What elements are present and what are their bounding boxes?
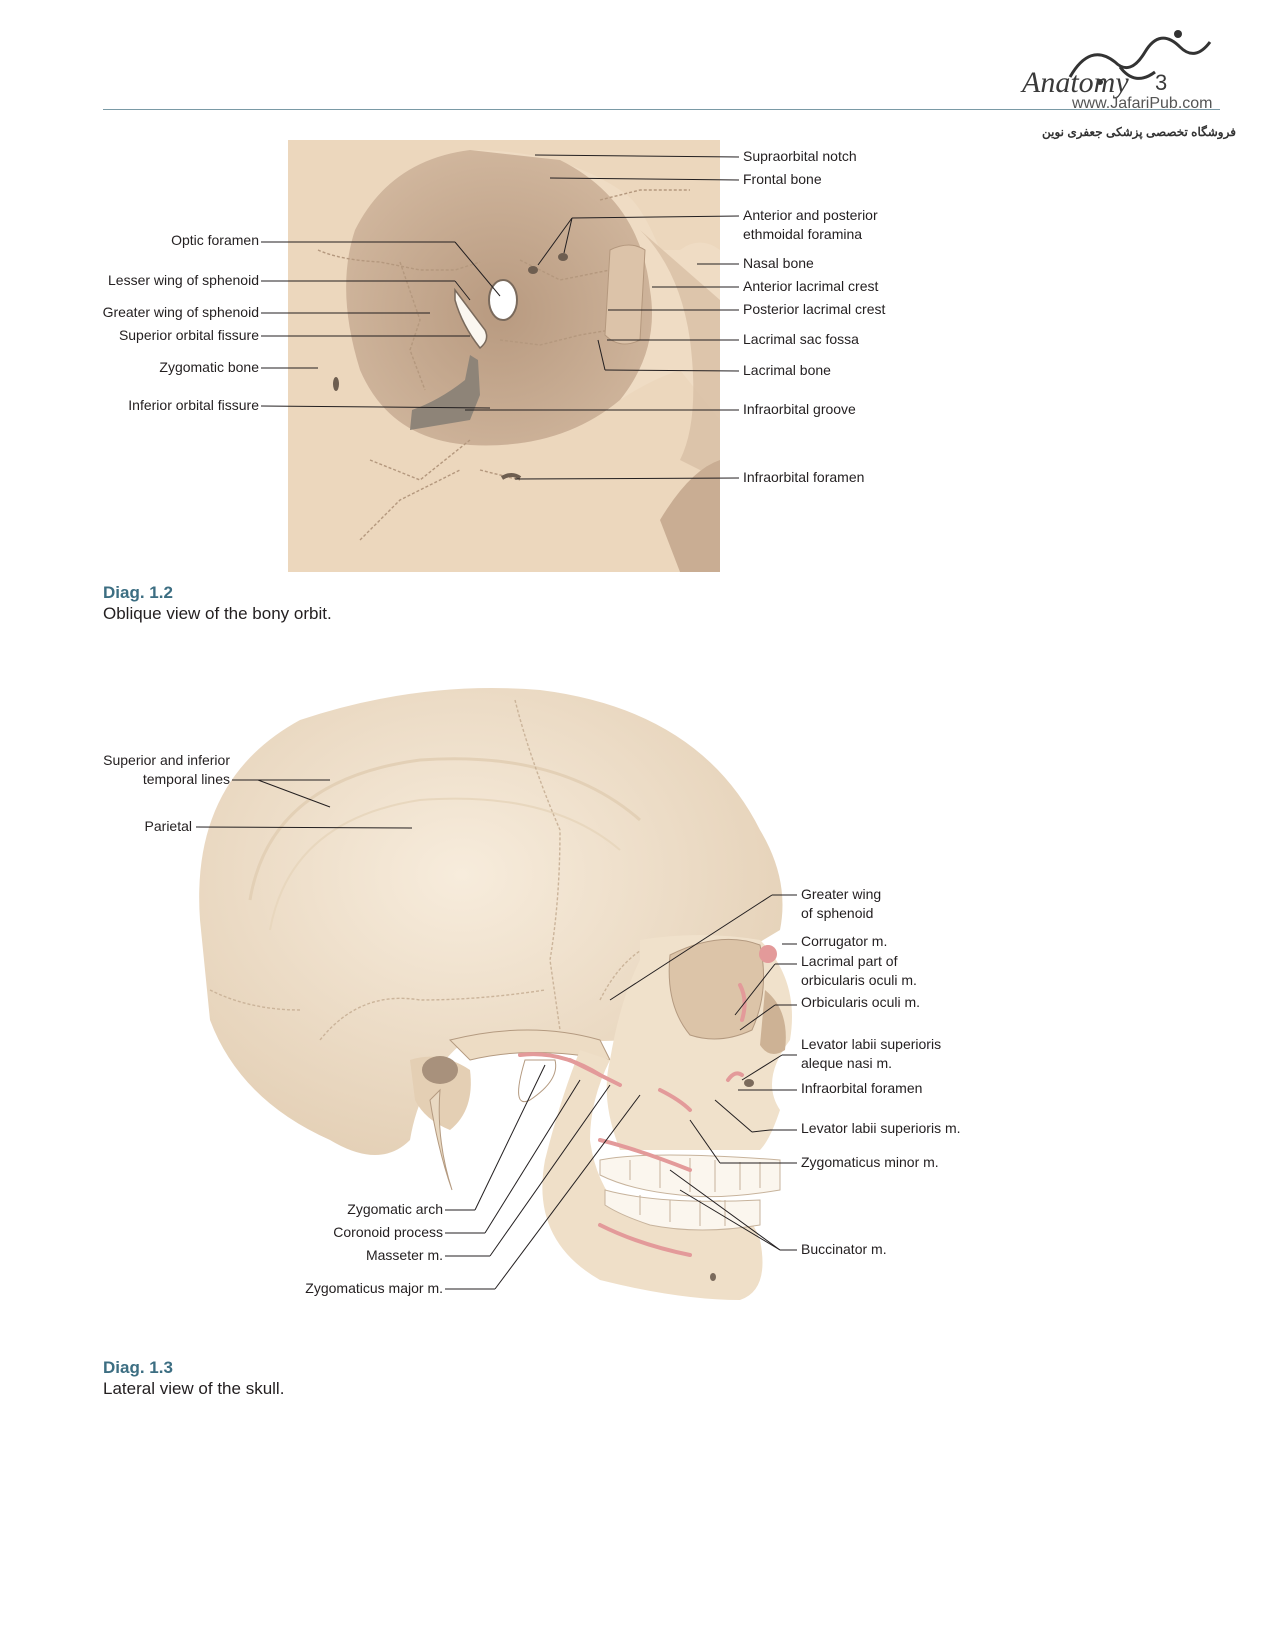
label-infraorbital-foramen-skull: Infraorbital foramen bbox=[801, 1080, 923, 1096]
label-inferior-orbital-fissure: Inferior orbital fissure bbox=[128, 397, 259, 413]
publisher-name: فروشگاه تخصصی پزشکی جعفری نوین bbox=[1042, 125, 1236, 139]
label-temporal-lines-line1: Superior and inferior bbox=[103, 752, 230, 768]
label-zygomaticus-major: Zygomaticus major m. bbox=[305, 1280, 443, 1296]
label-parietal: Parietal bbox=[144, 818, 192, 834]
publisher-logo bbox=[1060, 22, 1220, 92]
label-greater-wing-sphenoid-line2: of sphenoid bbox=[801, 905, 874, 921]
label-optic-foramen: Optic foramen bbox=[171, 232, 259, 248]
caption-text-diag-1-2: Oblique view of the bony orbit. bbox=[103, 604, 332, 623]
label-orbicularis-oculi: Orbicularis oculi m. bbox=[801, 994, 921, 1010]
label-corrugator: Corrugator m. bbox=[801, 933, 888, 949]
label-temporal-lines-line2: temporal lines bbox=[142, 771, 230, 787]
label-nasal-bone: Nasal bone bbox=[743, 255, 814, 271]
label-supraorbital-notch: Supraorbital notch bbox=[743, 148, 857, 164]
label-greater-wing: Greater wing of sphenoid bbox=[102, 304, 259, 320]
label-frontal-bone: Frontal bone bbox=[743, 171, 822, 187]
running-title: Anatomy bbox=[1022, 66, 1129, 99]
header-rule bbox=[103, 109, 1220, 110]
label-posterior-lacrimal-crest: Posterior lacrimal crest bbox=[743, 301, 886, 317]
skull-leader-lines bbox=[195, 779, 797, 1290]
label-infraorbital-groove: Infraorbital groove bbox=[743, 401, 856, 417]
label-greater-wing-sphenoid-line1: Greater wing bbox=[801, 886, 882, 902]
label-lacrimal-part-line2: orbicularis oculi m. bbox=[801, 972, 917, 988]
orbit-panel bbox=[288, 140, 720, 572]
label-masseter: Masseter m. bbox=[365, 1247, 443, 1263]
label-zygomatic-arch: Zygomatic arch bbox=[347, 1201, 443, 1217]
orbit-leader-lines bbox=[260, 154, 740, 480]
label-levator-labii: Levator labii superioris m. bbox=[801, 1120, 961, 1136]
caption-text-diag-1-3: Lateral view of the skull. bbox=[103, 1379, 285, 1398]
label-lacrimal-part-line1: Lacrimal part of bbox=[801, 953, 898, 969]
label-anterior-lacrimal-crest: Anterior lacrimal crest bbox=[743, 278, 879, 294]
label-lesser-wing: Lesser wing of sphenoid bbox=[108, 272, 259, 288]
label-ethmoidal-foramina-line2: ethmoidal foramina bbox=[743, 226, 863, 242]
caption-number-diag-1-3: Diag. 1.3 bbox=[103, 1358, 173, 1377]
label-lacrimal-bone: Lacrimal bone bbox=[743, 362, 831, 378]
label-infraorbital-foramen: Infraorbital foramen bbox=[743, 469, 865, 485]
label-buccinator: Buccinator m. bbox=[801, 1241, 887, 1257]
page-number: 3 bbox=[1155, 70, 1168, 95]
label-ethmoidal-foramina-line1: Anterior and posterior bbox=[743, 207, 878, 223]
muscle-attachments bbox=[518, 983, 747, 1257]
publisher-url[interactable]: www.JafariPub.com bbox=[1072, 95, 1213, 112]
label-superior-orbital-fissure: Superior orbital fissure bbox=[118, 327, 259, 343]
label-levator-alaeque-line2: aleque nasi m. bbox=[801, 1055, 893, 1071]
skull-panel bbox=[199, 688, 792, 1300]
label-levator-alaeque-line1: Levator labii superioris bbox=[801, 1036, 942, 1052]
label-lacrimal-sac-fossa: Lacrimal sac fossa bbox=[743, 331, 859, 347]
label-zygomatic-bone: Zygomatic bone bbox=[159, 359, 259, 375]
label-zygomaticus-minor: Zygomaticus minor m. bbox=[801, 1154, 939, 1170]
caption-number-diag-1-2: Diag. 1.2 bbox=[103, 583, 173, 602]
label-coronoid-process: Coronoid process bbox=[333, 1224, 443, 1240]
